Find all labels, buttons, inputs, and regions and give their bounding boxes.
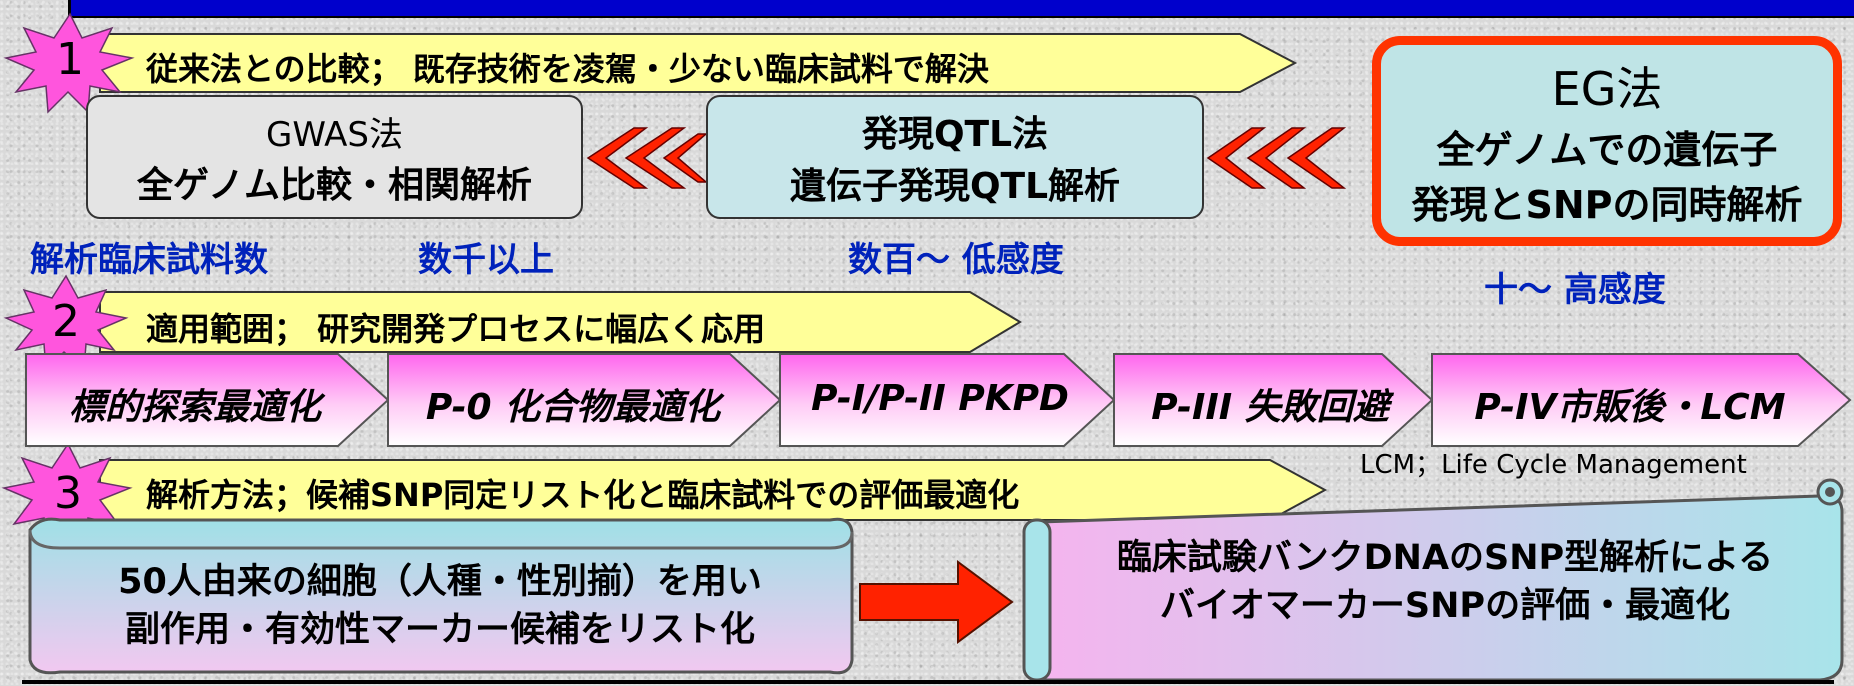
gwas-title: GWAS法 xyxy=(266,114,403,155)
qtl-title: 発現QTL法 xyxy=(861,114,1049,155)
qtl-method-box: 発現QTL法 遺伝子発現QTL解析 xyxy=(706,95,1204,219)
qtl-description: 遺伝子発現QTL解析 xyxy=(789,166,1121,207)
eg-description-line2: 発現とSNPの同時解析 xyxy=(1411,183,1803,227)
qtl-sample-count: 数百～ 低感度 xyxy=(848,240,1064,280)
phase-chevron xyxy=(1431,353,1852,447)
phase-label: P-I/P-II PKPD xyxy=(811,378,1069,419)
right-scroll-text: 臨床試験バンクDNAのSNP型解析による バイオマーカーSNPの評価・最適化 xyxy=(1060,534,1830,630)
phase-chevron xyxy=(387,353,782,447)
phase-chevron xyxy=(779,353,1116,447)
section3-banner-text: 解析方法；候補SNP同定リスト化と臨床試料での評価最適化 xyxy=(146,476,1020,514)
phase-label: P-0 化合物最適化 xyxy=(425,387,721,428)
left-scroll-line1: 50人由来の細胞（人種・性別揃）を用い xyxy=(118,562,762,602)
scroll-icon xyxy=(28,517,854,675)
starburst-icon xyxy=(3,12,135,114)
section2-banner-text: 適用範囲； 研究開発プロセスに幅広く応用 xyxy=(146,310,766,348)
lcm-footnote: LCM；Life Cycle Management xyxy=(1360,450,1747,480)
sample-count-label: 解析臨床試料数 xyxy=(30,240,268,280)
gwas-method-box: GWAS法 全ゲノム比較・相関解析 xyxy=(86,95,583,219)
chevron-left-icon xyxy=(586,127,709,189)
bottom-rule xyxy=(22,680,1834,684)
eg-title: EG法 xyxy=(1551,62,1663,116)
scroll-icon xyxy=(1022,478,1844,682)
phase-chevron xyxy=(1113,353,1434,447)
right-scroll-line1: 臨床試験バンクDNAのSNP型解析による xyxy=(1116,538,1774,578)
eg-description-line1: 全ゲノムでの遺伝子 xyxy=(1436,128,1778,172)
section1-banner-text: 従来法との比較； 既存技術を凌駕・少ない臨床試料で解決 xyxy=(146,50,989,88)
gwas-description: 全ゲノム比較・相関解析 xyxy=(137,164,532,206)
eg-sample-count: 十～ 高感度 xyxy=(1484,270,1666,310)
section2-number: 2 xyxy=(52,296,80,347)
right-scroll-line2: バイオマーカーSNPの評価・最適化 xyxy=(1159,586,1731,626)
top-bar xyxy=(70,0,1854,18)
phase-label: P-III 失敗回避 xyxy=(1151,387,1389,428)
right-arrow-icon xyxy=(859,560,1014,644)
left-scroll-text: 50人由来の細胞（人種・性別揃）を用い 副作用・有効性マーカー候補をリスト化 xyxy=(40,558,840,654)
top-bar-edge xyxy=(68,0,71,16)
section1-number: 1 xyxy=(56,34,84,85)
phase-label: 標的探索最適化 xyxy=(68,387,321,428)
phase-label: P-IV市販後・LCM xyxy=(1474,387,1786,428)
left-scroll-line2: 副作用・有効性マーカー候補をリスト化 xyxy=(124,610,755,650)
section3-number: 3 xyxy=(54,468,82,519)
chevron-left-icon xyxy=(1206,127,1347,189)
eg-method-box: EG法 全ゲノムでの遺伝子 発現とSNPの同時解析 xyxy=(1372,36,1842,246)
starburst-icon xyxy=(3,274,129,372)
gwas-sample-count: 数千以上 xyxy=(418,240,554,280)
phase-chevron xyxy=(25,353,390,447)
